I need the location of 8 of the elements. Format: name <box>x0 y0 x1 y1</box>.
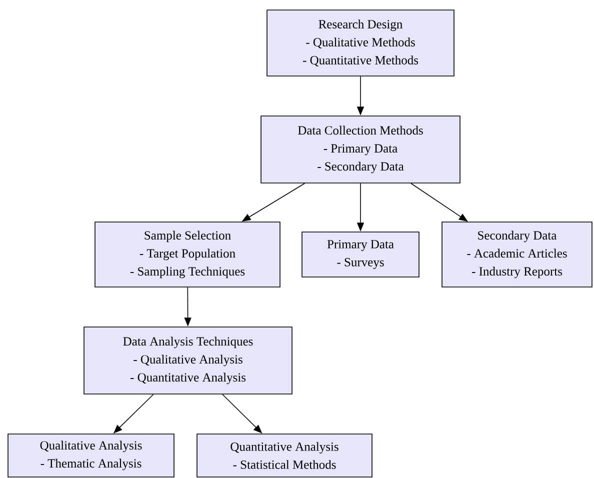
process-box: Quantitative Analysis - Statistical Methods <box>196 434 372 478</box>
process-box: Data Collection Methods - Primary Data - Secondary Data <box>260 116 460 184</box>
process-box: Primary Data - Surveys <box>302 232 420 278</box>
process-box: Research Design - Qualitative Methods - Quantitative Methods <box>266 10 454 76</box>
process-box: Secondary Data - Academic Articles - Industry Reports <box>442 222 592 288</box>
process-box: Qualitative Analysis - Thematic Analysis <box>8 434 174 478</box>
process-box: Sample Selection - Target Population - Sampling Techniques <box>94 222 280 288</box>
process-box: Data Analysis Techniques - Qualitative Analysis - Quantitative Analysis <box>84 326 292 394</box>
